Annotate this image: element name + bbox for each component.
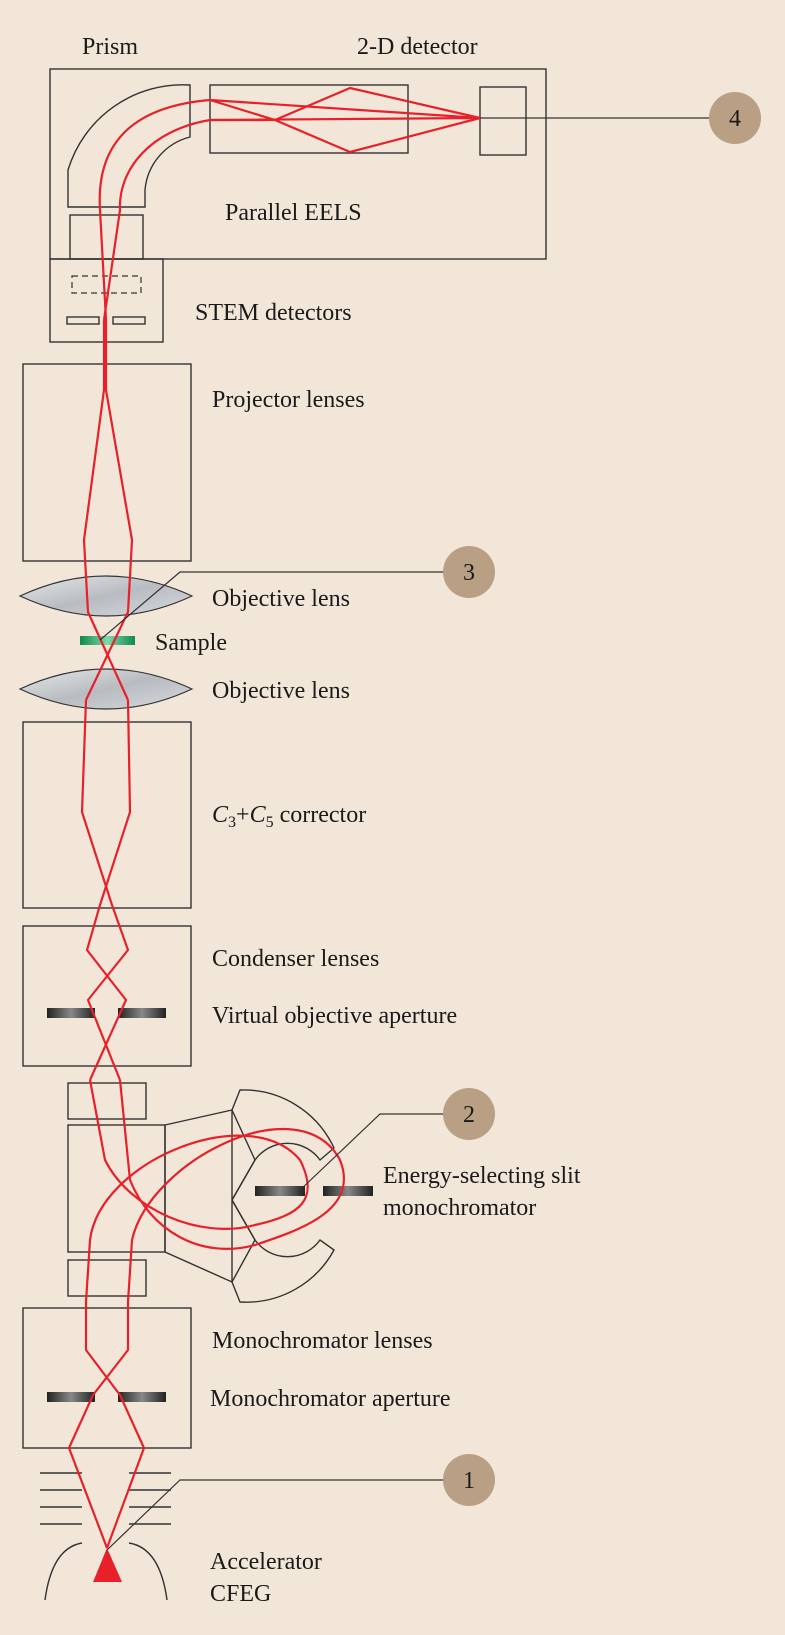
mono-lower-block bbox=[67, 1259, 147, 1297]
accelerator-label: Accelerator bbox=[210, 1549, 322, 1575]
corrector-label: C3+C5 corrector bbox=[212, 802, 366, 831]
mono-aperture-right bbox=[118, 1392, 166, 1402]
objective-lens-lower-shape bbox=[18, 668, 194, 710]
virtual-objective-aperture-label: Virtual objective aperture bbox=[212, 1003, 457, 1029]
parallel-eels-label: Parallel EELS bbox=[225, 200, 362, 226]
cfeg-tip bbox=[93, 1548, 122, 1582]
prism-label: Prism bbox=[82, 34, 138, 60]
prism-magnet bbox=[67, 84, 191, 208]
electron-beam bbox=[67, 86, 481, 1549]
cfeg-housing bbox=[44, 1542, 168, 1601]
cfeg-label: CFEG bbox=[210, 1581, 271, 1607]
marker-3: 3 bbox=[443, 546, 495, 598]
leader-3 bbox=[99, 571, 445, 641]
condenser-lenses-box bbox=[22, 925, 192, 1067]
mono-upper-block bbox=[67, 1082, 147, 1120]
projector-lenses-label: Projector lenses bbox=[212, 387, 365, 413]
monochromator-lenses-box bbox=[22, 1307, 192, 1449]
condenser-lenses-label: Condenser lenses bbox=[212, 946, 379, 972]
detector-2d-box bbox=[479, 86, 527, 156]
marker-3-text: 3 bbox=[463, 560, 475, 586]
sample-label: Sample bbox=[155, 630, 227, 656]
leader-2 bbox=[297, 1113, 445, 1193]
stem-detector-left-plate bbox=[66, 316, 100, 325]
virtual-aperture-left bbox=[47, 1008, 95, 1018]
stem-detector-right-plate bbox=[112, 316, 146, 325]
marker-1-text: 1 bbox=[463, 1468, 475, 1494]
stem-detectors-label: STEM detectors bbox=[195, 300, 352, 326]
objective-lens-lower-label: Objective lens bbox=[212, 678, 350, 704]
marker-4-text: 4 bbox=[729, 106, 741, 132]
accelerator-plates bbox=[40, 1472, 171, 1525]
energy-selecting-slit-label: Energy-selecting slit bbox=[383, 1163, 581, 1189]
objective-lens-upper-label: Objective lens bbox=[212, 586, 350, 612]
marker-2-text: 2 bbox=[463, 1102, 475, 1128]
mono-outer-sector bbox=[231, 1089, 335, 1303]
monochromator-aperture-label: Monochromator aperture bbox=[210, 1386, 451, 1412]
marker-4: 4 bbox=[709, 92, 761, 144]
energy-slit-left bbox=[255, 1186, 305, 1196]
marker-2: 2 bbox=[443, 1088, 495, 1140]
sample-plate bbox=[80, 636, 135, 645]
spectrometer-entrance bbox=[69, 214, 144, 260]
stem-detector-dashed bbox=[71, 275, 142, 294]
monochromator-lenses-label: Monochromator lenses bbox=[212, 1328, 433, 1354]
corrector-box bbox=[22, 721, 192, 909]
monochromator-label: monochromator bbox=[383, 1195, 536, 1221]
energy-slit-right bbox=[323, 1186, 373, 1196]
mono-aperture-left bbox=[47, 1392, 95, 1402]
virtual-aperture-right bbox=[118, 1008, 166, 1018]
detector-2d-label: 2-D detector bbox=[357, 34, 478, 60]
parallel-eels-housing bbox=[49, 68, 547, 260]
objective-lens-upper-shape bbox=[18, 575, 194, 617]
marker-1: 1 bbox=[443, 1454, 495, 1506]
leader-1 bbox=[106, 1479, 445, 1551]
